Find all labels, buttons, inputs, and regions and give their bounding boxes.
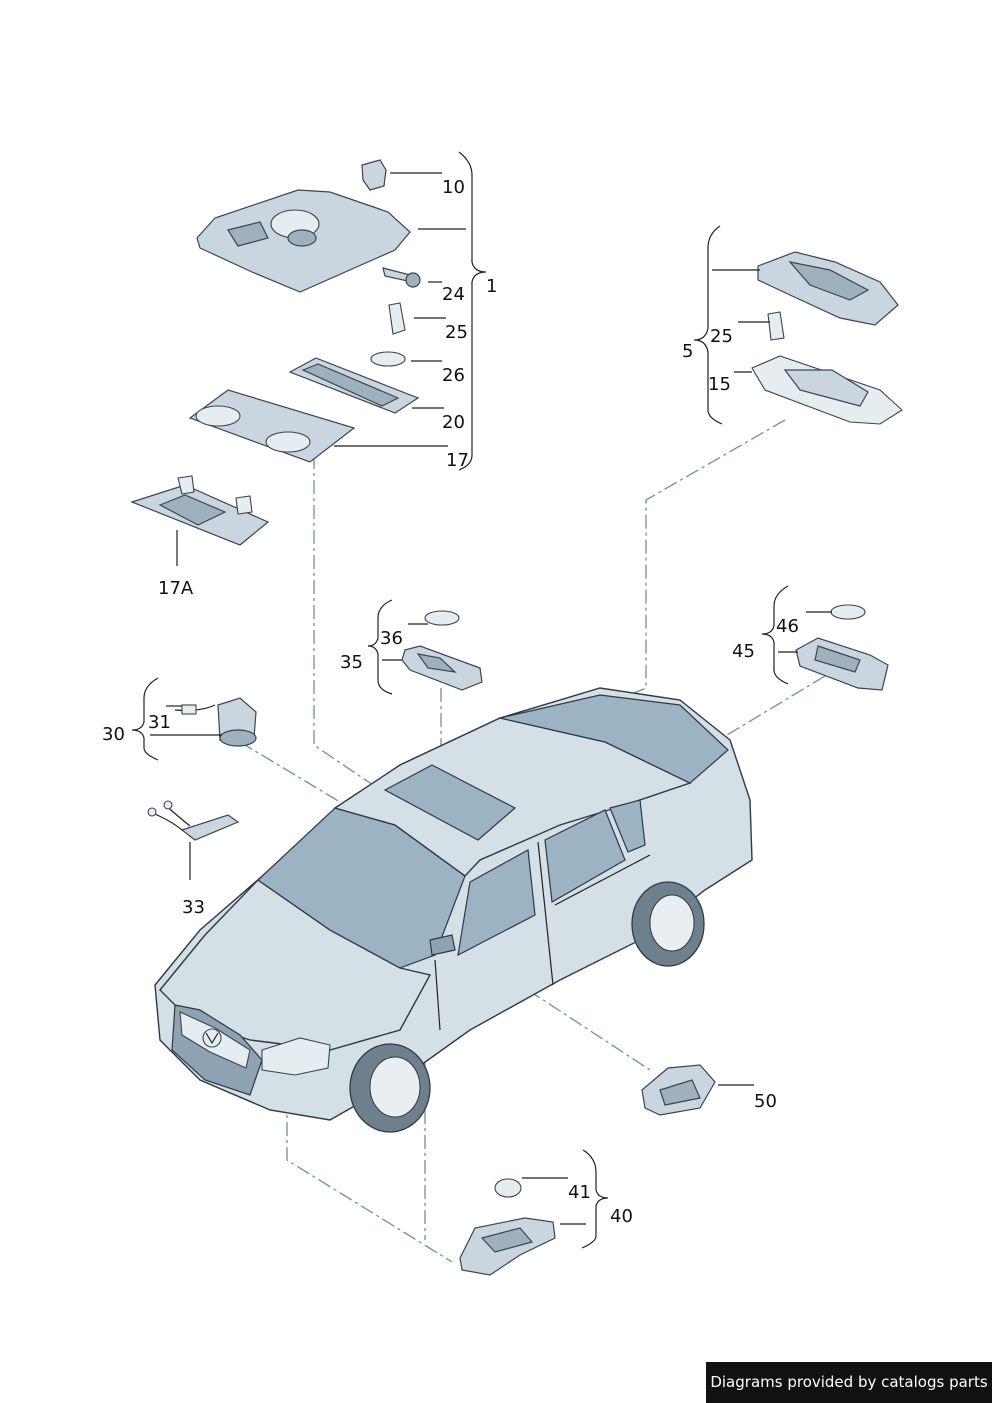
callout-25-upper: 25 [445,322,468,343]
callout-10: 10 [442,177,465,198]
callout-5: 5 [682,341,693,362]
leader-lines [131,151,832,1249]
part-20-lens [288,357,420,414]
callout-30: 30 [102,724,125,745]
part-17-cover [188,389,356,463]
callout-26: 26 [442,365,465,386]
part-1-roof-console [196,189,411,293]
part-30-lamp-unit [217,697,257,747]
part-50-lamp [641,1064,716,1116]
car-illustration [154,687,753,1133]
callout-36: 36 [380,628,403,649]
callout-17: 17 [446,450,469,471]
part-46-festoon-bulb [830,604,866,620]
callout-41: 41 [568,1182,591,1203]
callout-35: 35 [340,652,363,673]
callout-1: 1 [486,276,497,297]
part-35-reading-lamp [401,645,483,691]
part-17A-cover [130,475,270,546]
part-33-module [147,800,240,841]
callout-50: 50 [754,1091,777,1112]
credit-banner: Diagrams provided by catalogs parts [706,1362,992,1403]
callout-33: 33 [182,897,205,918]
part-45-luggage-lamp [795,637,889,691]
callout-46: 46 [776,616,799,637]
callout-17A: 17A [158,578,194,599]
callout-15: 15 [708,374,731,395]
part-25-bulb-upper [388,302,406,335]
part-25-bulb-right [767,311,785,341]
part-36-festoon-bulb [424,610,460,626]
callout-25-right: 25 [710,326,733,347]
part-40-housing [459,1217,556,1276]
part-24-screw [382,267,421,288]
callout-labels: 10 1 24 25 26 20 17 17A 5 25 15 36 35 46… [102,177,799,1227]
part-10-clip [361,159,387,191]
part-15-lens [751,355,903,425]
callout-20: 20 [442,412,465,433]
callout-31: 31 [148,712,171,733]
part-41-bulb [494,1178,522,1198]
part-31-cable [174,704,216,715]
callout-45: 45 [732,641,755,662]
callout-24: 24 [442,284,465,305]
part-5-console [757,251,899,326]
part-26-festoon-bulb [370,351,406,367]
callout-40: 40 [610,1206,633,1227]
